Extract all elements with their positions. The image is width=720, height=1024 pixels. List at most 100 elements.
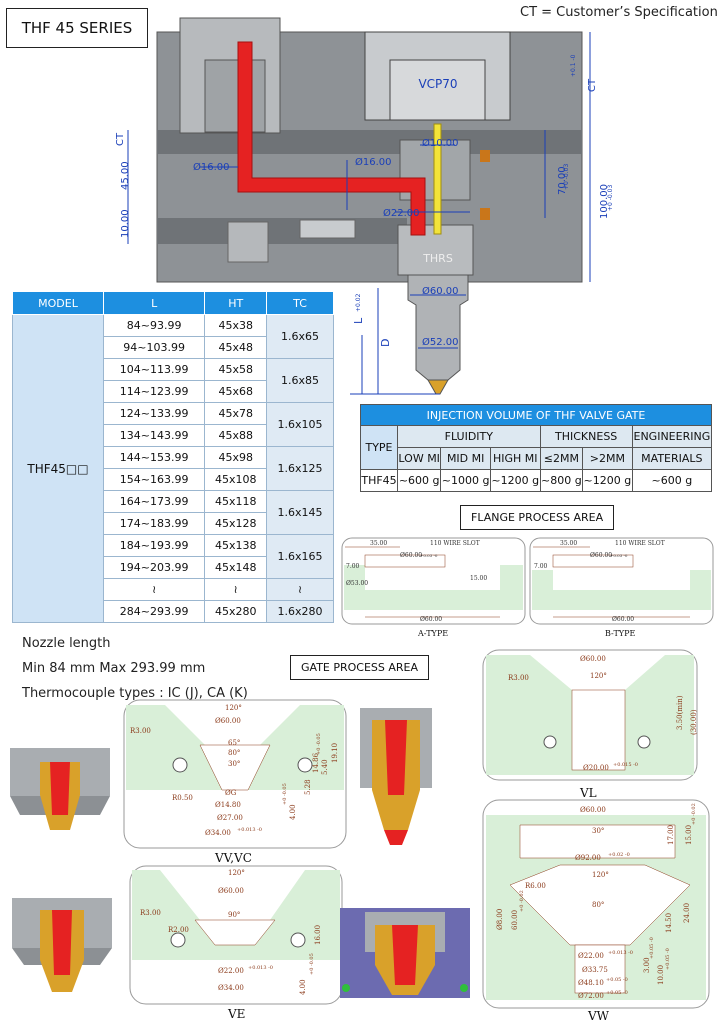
vl-r3: R3.00 <box>508 674 529 682</box>
vw-h1450: 14.50 <box>665 913 673 933</box>
table-row: ≀ ≀ ≀ <box>13 578 334 601</box>
dim-h45: 45.00 <box>120 161 131 190</box>
flange-b-d60-tol: +0.03 -0 <box>610 553 628 558</box>
dim-h10: 10.00 <box>120 209 131 238</box>
tc-cell: 1.6x165 <box>266 534 334 579</box>
vv-d60: Ø60.00 <box>215 717 241 725</box>
vv-a80: 80° <box>228 749 240 757</box>
vv-a30: 30° <box>228 760 240 768</box>
dim-ct-top: CT <box>587 78 598 92</box>
flange-b-caption: B-TYPE <box>605 629 635 638</box>
engineering-header: ENGINEERING <box>631 425 713 448</box>
vv-h528: 5.28 <box>304 779 312 795</box>
gate-label: GATE PROCESS AREA <box>290 655 430 680</box>
type-header: TYPE <box>359 425 399 470</box>
dim-d16-right: Ø16.00 <box>355 156 392 168</box>
table-row: 114~123.99 45x68 <box>13 380 334 403</box>
flange-a-d60b: Ø60.00 <box>420 616 442 623</box>
ve-d22-tol: +0.013 -0 <box>248 965 273 971</box>
vw-d4810-tol: +0.05 -0 <box>606 977 628 983</box>
dim-d16-left: Ø16.00 <box>193 161 230 173</box>
vl-hole <box>543 735 557 749</box>
vl-a120: 120° <box>590 672 607 680</box>
vw-r6: R6.00 <box>525 882 546 890</box>
ht-cell: 45x78 <box>204 402 268 425</box>
vw-caption: VW <box>587 1009 610 1023</box>
vcp-label: VCP70 <box>418 77 457 91</box>
table-row: 94~103.99 45x48 <box>13 336 334 359</box>
dim-d52: Ø52.00 <box>422 336 459 348</box>
vl-d60: Ø60.00 <box>580 655 606 663</box>
series-title: THF 45 SERIES <box>6 8 148 48</box>
vv-caption: VV,VC <box>214 851 252 865</box>
vv-d34: Ø34.00 <box>205 829 231 837</box>
ve-r3: R3.00 <box>140 909 161 917</box>
dim-d10: Ø10.00 <box>422 137 459 149</box>
mid-mi: MID MI <box>440 447 491 470</box>
vw-h60-tol: +0 -0.02 <box>519 890 525 912</box>
ve-hole <box>170 932 186 948</box>
flange-b-d60b: Ø60.00 <box>612 616 634 623</box>
clamp-plate <box>157 218 407 244</box>
dim-d: D <box>379 339 392 347</box>
vl-d20-tol: +0.015 -0 <box>613 762 638 768</box>
manifold-plate <box>157 130 582 154</box>
vw-h3-tol: +0.05 -0 <box>649 937 655 959</box>
tc-cell: 1.6x280 <box>266 600 334 623</box>
table-row: 284~293.99 45x280 1.6x280 <box>13 600 334 623</box>
vv-d27: Ø27.00 <box>217 814 243 822</box>
table-row: 174~183.99 45x128 <box>13 512 334 535</box>
sprue-insert <box>204 59 266 133</box>
tc-cell: 1.6x65 <box>266 314 334 359</box>
ht-cell: 45x58 <box>204 358 268 381</box>
heater-plug <box>227 221 269 263</box>
high-mi: HIGH MI <box>489 447 541 470</box>
vw-h17: 17.00 <box>667 825 675 845</box>
table-row: 124~133.99 45x78 1.6x105 <box>13 402 334 447</box>
render-vv <box>10 748 110 830</box>
vw-d72: Ø72.00 <box>578 992 604 1000</box>
vw-d92-tol: +0.02 -0 <box>608 852 630 858</box>
vl-d20: Ø20.00 <box>583 764 609 772</box>
vw-cavity <box>509 864 691 946</box>
nozzle-length-title: Nozzle length <box>22 636 111 651</box>
ve-h4: 4.00 <box>299 979 307 995</box>
flange-a-d35: 35.00 <box>370 540 387 547</box>
ve-hole <box>290 932 306 948</box>
vw-h15-tol: +0 -0.02 <box>691 803 697 825</box>
ht-cell: 45x68 <box>204 380 268 403</box>
vv-h4: 4.00 <box>289 804 297 820</box>
flange-a-h7: 7.00 <box>346 563 360 570</box>
low-value: ~600 g <box>397 469 442 492</box>
flange-label: FLANGE PROCESS AREA <box>460 505 615 530</box>
vw-d22-tol: +0.013 -0 <box>608 950 633 956</box>
dim-h70: 70.00 <box>557 166 568 195</box>
tc-cell: 1.6x85 <box>266 358 334 403</box>
hot-runner-channel <box>237 41 426 236</box>
col-model: MODEL <box>12 291 104 315</box>
vl-h30: (30.00) <box>690 709 698 735</box>
vv-hole <box>172 757 188 773</box>
vv-hole <box>297 757 313 773</box>
l-cell: 174~183.99 <box>102 512 206 535</box>
high-value: ~1200 g <box>489 469 541 492</box>
vv-cone <box>199 744 271 791</box>
flange-b-area <box>532 570 711 610</box>
vv-a120: 120° <box>225 704 242 712</box>
ht-cell: 45x280 <box>204 600 268 623</box>
vl-h350: 3.50(min) <box>676 695 684 730</box>
vw-a80: 80° <box>592 901 604 909</box>
l-cell: 284~293.99 <box>102 600 206 623</box>
vw-h10-tol: +0.05 -0 <box>665 948 671 970</box>
ht-cell: 45x88 <box>204 424 268 447</box>
vw-d60: Ø60.00 <box>580 806 606 814</box>
tc-cell: 1.6x105 <box>266 402 334 447</box>
ht-cell: 45x38 <box>204 314 268 337</box>
vv-dg: ØG <box>225 789 237 797</box>
ve-d60: Ø60.00 <box>218 887 244 895</box>
table-row: 154~163.99 45x108 <box>13 468 334 491</box>
dim-ct-left: CT <box>115 132 126 146</box>
model-cell: THF45□□ <box>12 314 104 623</box>
